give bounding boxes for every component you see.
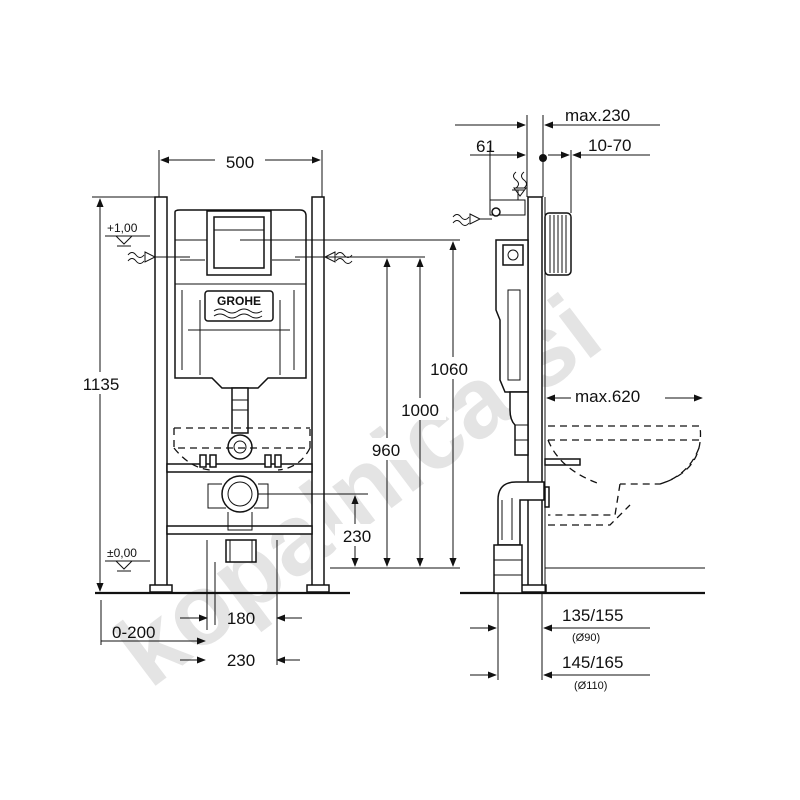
side-waste-pipe (497, 481, 545, 546)
dim-61-label: 61 (476, 137, 495, 156)
waste-pipe-connector (225, 539, 257, 563)
front-view: GROHE (74, 150, 478, 670)
waste-outlet (221, 475, 259, 513)
water-inlet-left-icon (127, 252, 145, 264)
dim-960-label: 960 (372, 441, 400, 460)
frame-upright-right (311, 196, 325, 593)
flush-plate-inner (213, 216, 265, 269)
side-view: max.230 61 10-70 max.620 135/155 (Ø90) 1… (452, 106, 703, 692)
frame-crossbar-upper (166, 463, 313, 473)
side-water-inlet-left-icon (452, 214, 470, 226)
side-flush-pipe (509, 391, 529, 456)
frame-upright-left (154, 196, 168, 593)
dim-dia-110-label: (Ø110) (574, 680, 607, 692)
cistern-ribs (181, 290, 295, 375)
dim-230-horizontal-label: 230 (227, 651, 255, 670)
svg-text:±0,00: ±0,00 (107, 546, 137, 560)
dim-max-620-label: max.620 (575, 387, 640, 406)
dim-180-label: 180 (227, 609, 255, 628)
water-inlet-right-icon (335, 252, 353, 264)
reference-point (539, 154, 547, 162)
grohe-logo-text: GROHE (217, 294, 261, 308)
dim-500-label: 500 (226, 153, 254, 172)
dim-10-70-label: 10-70 (588, 136, 631, 155)
side-valve-box (502, 244, 524, 266)
level-marker-top: +1,00 (105, 221, 150, 247)
side-toilet-outline-dashed (547, 425, 702, 526)
dim-230-vertical-label: 230 (343, 527, 371, 546)
svg-text:+1,00: +1,00 (107, 221, 138, 235)
dim-1135-label: 1135 (83, 375, 120, 394)
frame-foot-left (149, 584, 173, 593)
dim-max-230-label: max.230 (565, 106, 630, 125)
flush-pipe-end (227, 434, 253, 460)
dim-1000-label: 1000 (401, 401, 439, 420)
dim-135-155-label: 135/155 (562, 606, 623, 625)
fixing-studs (199, 454, 282, 468)
toilet-outline-dashed (173, 427, 311, 471)
side-frame-upright (527, 196, 543, 593)
side-water-inlet-top-icon (513, 171, 527, 189)
level-marker-floor: ±0,00 (105, 546, 150, 572)
frame-foot-right (306, 584, 330, 593)
dim-dia-90-label: (Ø90) (572, 632, 600, 644)
dim-1060-label: 1060 (430, 360, 468, 379)
dim-145-165-label: 145/165 (562, 653, 623, 672)
dim-0-200-label: 0-200 (112, 623, 155, 642)
grohe-logo: GROHE (204, 290, 274, 322)
side-frame-foot (519, 584, 547, 593)
